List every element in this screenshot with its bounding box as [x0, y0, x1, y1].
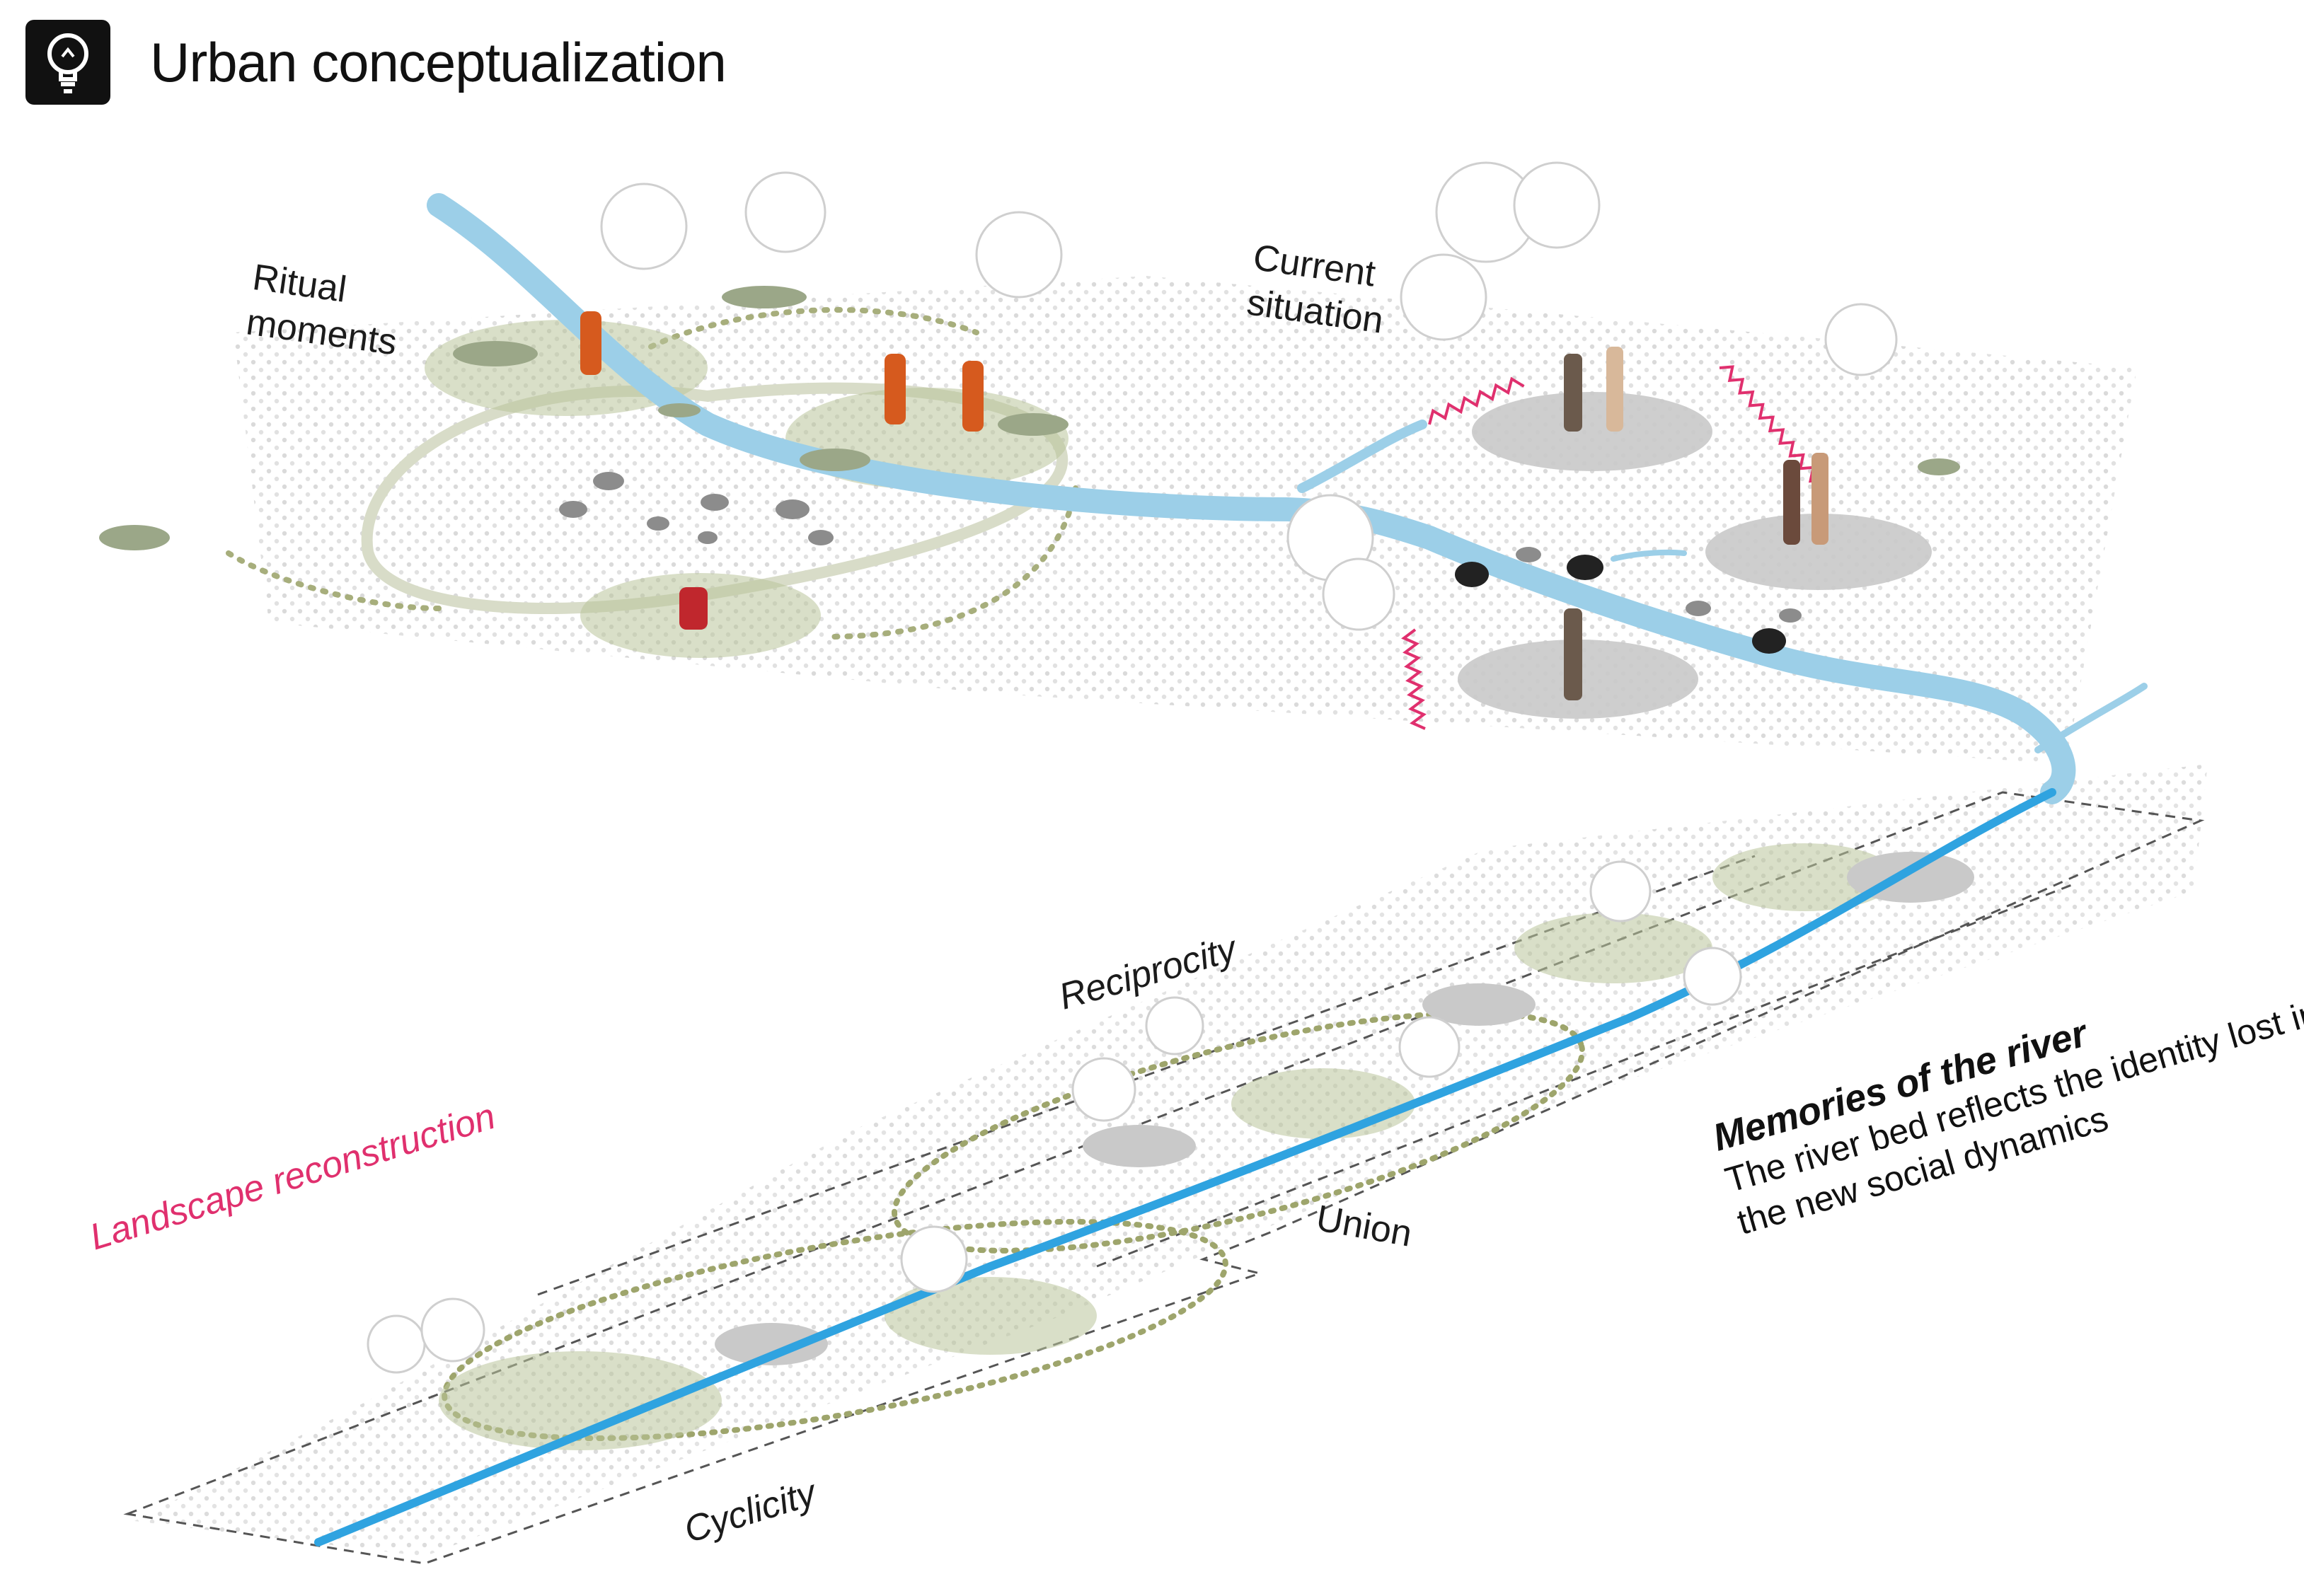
- dotted-arrow-left: [224, 549, 442, 611]
- pink-barrier-3: [1401, 628, 1427, 730]
- dotted-ellipse-union: [891, 1010, 1586, 1254]
- label-current-situation: Current situation: [1244, 235, 1393, 344]
- river-branch-3: [1611, 549, 1687, 562]
- dotted-arrow-right: [825, 485, 1078, 640]
- trash-bags: [1455, 555, 1786, 654]
- lightbulb-icon: [25, 20, 110, 105]
- lower-green-pad-2: [885, 1277, 1097, 1355]
- stones: [559, 472, 1802, 623]
- lower-grey-pad-2: [1083, 1125, 1196, 1167]
- lower-green-pad-5: [1712, 843, 1896, 911]
- river-lower: [314, 788, 2056, 1546]
- tree-outlines: [367, 161, 1898, 1374]
- dotted-arrow-top: [648, 307, 979, 349]
- gathering-pad-2: [1705, 514, 1932, 590]
- pink-barrier-1: [1428, 376, 1525, 425]
- header: Urban conceptualization: [25, 20, 727, 105]
- lower-grey-pad-1: [715, 1323, 828, 1365]
- river-branch-2: [2034, 683, 2148, 753]
- people-figures: [1564, 347, 1828, 700]
- shrubs: [99, 286, 1960, 550]
- page-title: Urban conceptualization: [150, 30, 727, 93]
- lower-green-pad-3: [1231, 1068, 1415, 1139]
- ritual-figures: [580, 311, 984, 630]
- lower-grey-pad-3: [1422, 983, 1536, 1026]
- lower-green-pad-1: [439, 1351, 722, 1450]
- river-branch-1: [1297, 420, 1427, 493]
- lower-green-pad-4: [1514, 913, 1712, 983]
- gathering-pad-1: [1472, 392, 1712, 471]
- pink-barrier-2: [1719, 365, 1826, 495]
